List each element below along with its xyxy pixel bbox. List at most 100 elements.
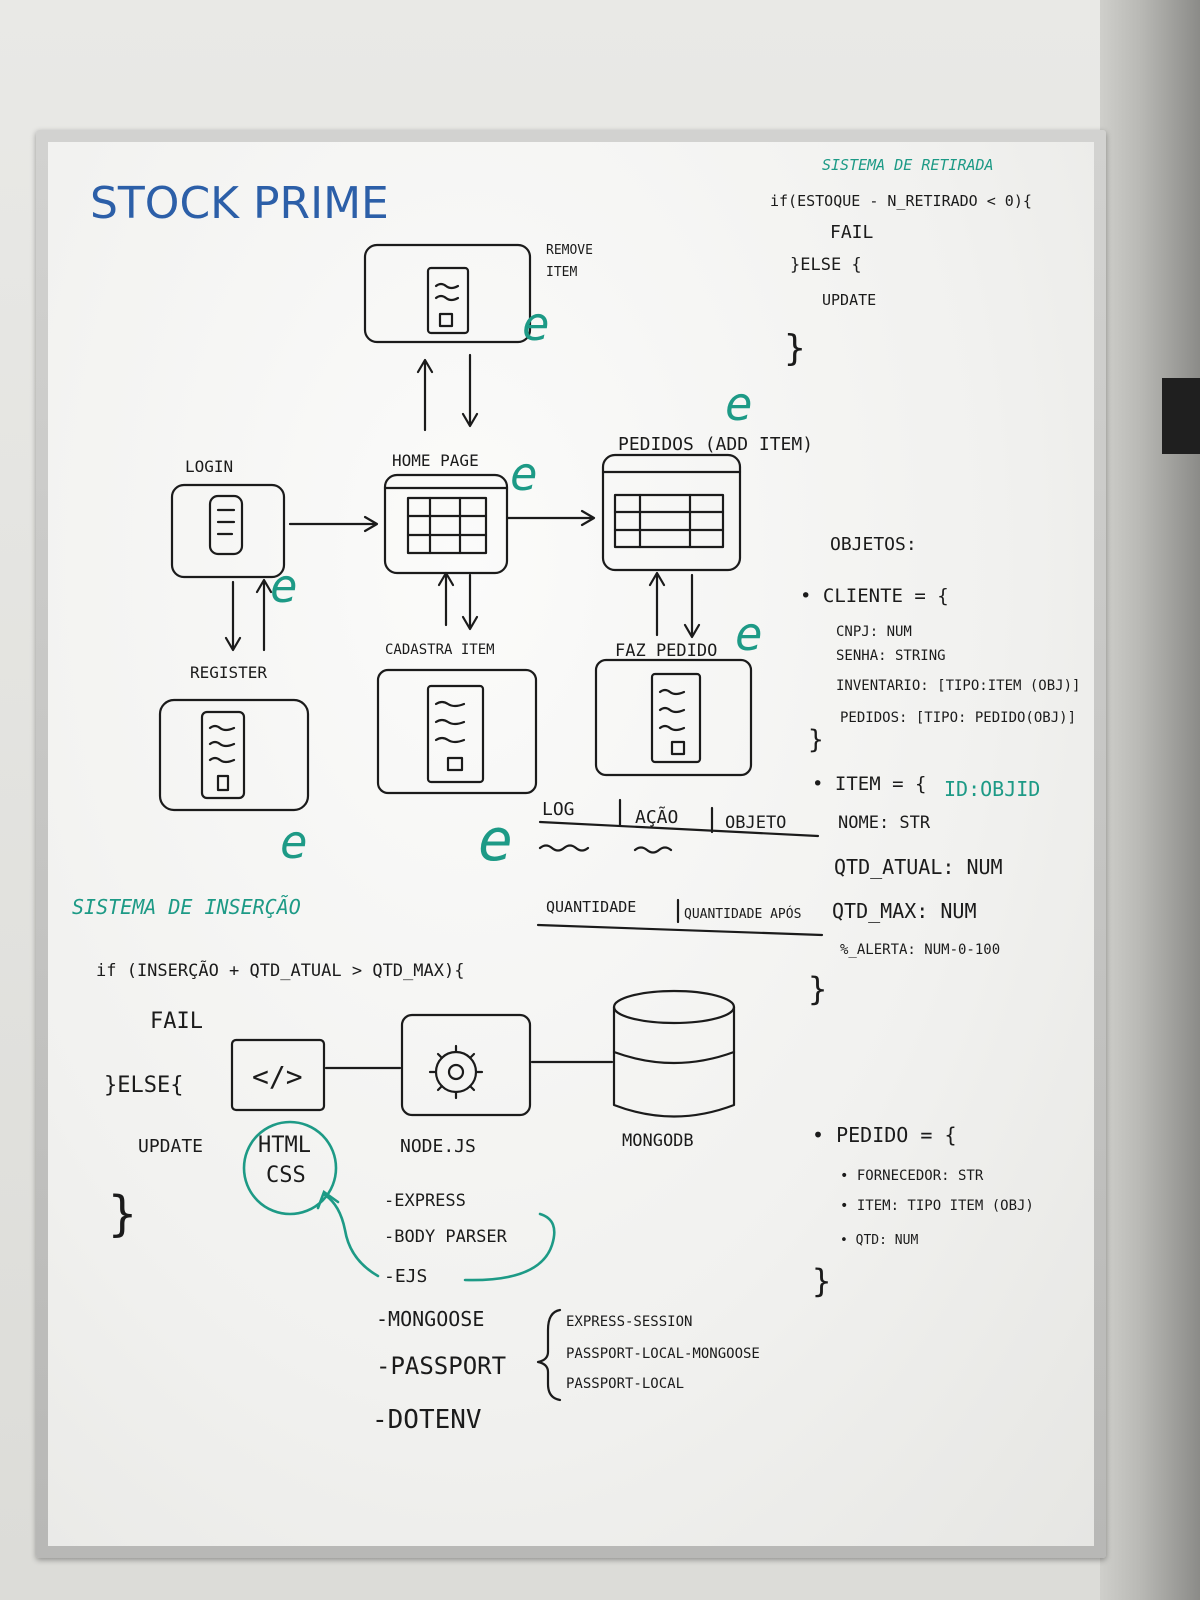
arrow-up — [437, 571, 455, 627]
arrow-down — [224, 580, 242, 652]
pedido-field: • ITEM: TIPO ITEM (OBJ) — [840, 1198, 1034, 1214]
item-field: QTD_ATUAL: NUM — [834, 855, 1003, 879]
dep-item: -PASSPORT — [376, 1352, 506, 1380]
item-close: } — [808, 970, 827, 1008]
login-label: LOGIN — [185, 457, 233, 476]
insercao-line: FAIL — [150, 1009, 203, 1034]
cadastra-item-button-icon — [446, 756, 464, 772]
teal-arrow-head — [316, 1189, 340, 1210]
cliente-close: } — [808, 725, 824, 755]
log-table-lines — [536, 898, 824, 937]
retirada-line: }ELSE { — [790, 255, 862, 275]
dep-item: -EXPRESS — [384, 1191, 466, 1211]
cliente-field: CNPJ: NUM — [836, 624, 912, 640]
pedidos-screen — [601, 453, 742, 572]
retirada-line: FAIL — [830, 222, 874, 243]
home-page-label: HOME PAGE — [392, 451, 479, 470]
passport-dep: PASSPORT-LOCAL — [566, 1376, 684, 1392]
pedidos-table-icon — [613, 493, 725, 549]
done-mark: e — [510, 447, 538, 501]
squiggle-lines — [658, 688, 686, 732]
log-col-quantidade: QUANTIDADE — [546, 898, 636, 916]
pedidos-label: PEDIDOS (ADD ITEM) — [618, 434, 813, 455]
arrow-up — [416, 358, 434, 432]
remove-item-phone-icon — [426, 266, 470, 335]
cliente-field: SENHA: STRING — [836, 648, 946, 664]
squiggle-lines — [434, 700, 466, 744]
cadastra-item-phone-icon — [426, 684, 485, 784]
squiggle-lines — [434, 282, 460, 302]
done-mark: e — [522, 297, 550, 351]
pedido-field: • FORNECEDOR: STR — [840, 1168, 984, 1184]
log-table-lines — [538, 798, 820, 838]
squiggle-lines — [538, 844, 673, 854]
shelf — [1162, 378, 1200, 454]
arrow-up — [648, 571, 666, 637]
wall-right — [1100, 0, 1200, 1600]
register-label: REGISTER — [190, 663, 267, 682]
node-label: NODE.JS — [400, 1136, 476, 1157]
arrow-down — [683, 573, 701, 639]
cliente-field: PEDIDOS: [TIPO: PEDIDO(OBJ)] — [840, 710, 1076, 726]
insercao-line: UPDATE — [138, 1136, 203, 1157]
table-grid — [613, 493, 725, 549]
pedido-header: • PEDIDO = { — [812, 1123, 957, 1147]
remove-item-button-icon — [438, 312, 454, 328]
svg-text:CSS: CSS — [266, 1163, 306, 1188]
dep-item: -DOTENV — [372, 1405, 482, 1435]
faz-pedido-button-icon — [670, 740, 686, 756]
item-header: • ITEM = { — [812, 773, 926, 795]
objetos-title: OBJETOS: — [830, 534, 917, 555]
item-field: QTD_MAX: NUM — [832, 899, 977, 923]
log-col-objeto: OBJETO — [725, 813, 786, 833]
pedido-field: • QTD: NUM — [840, 1233, 918, 1248]
arrow-down — [461, 353, 479, 428]
log-col-acao: AÇÃO — [635, 806, 678, 828]
done-mark: e — [725, 377, 753, 431]
brace — [536, 1308, 562, 1402]
retirada-line: if(ESTOQUE - N_RETIRADO < 0){ — [770, 192, 1032, 210]
retirada-line: } — [784, 328, 806, 369]
item-field: NOME: STR — [838, 813, 931, 833]
sistema-retirada-title: SISTEMA DE RETIRADA — [822, 156, 994, 174]
sistema-insercao-title: SISTEMA DE INSERÇÃO — [72, 895, 301, 919]
cliente-header: • CLIENTE = { — [800, 585, 949, 607]
faz-pedido-phone-icon — [650, 672, 702, 764]
done-mark: e — [270, 559, 298, 613]
cadastra-item-screen — [376, 668, 538, 795]
item-field: %_ALERTA: NUM-0-100 — [840, 942, 1000, 958]
retirada-line: UPDATE — [822, 291, 876, 309]
login-form-lines — [216, 508, 236, 536]
mongodb-label: MONGODB — [622, 1131, 694, 1151]
passport-dep: EXPRESS-SESSION — [566, 1314, 692, 1330]
dep-item: -BODY PARSER — [384, 1227, 508, 1247]
html-box — [230, 1038, 326, 1112]
insercao-line: }ELSE{ — [104, 1073, 183, 1098]
register-phone-icon — [200, 710, 246, 800]
login-screen — [170, 483, 286, 579]
html-css-label: HTML CSS — [242, 1120, 338, 1216]
passport-dep: PASSPORT-LOCAL-MONGOOSE — [566, 1346, 760, 1362]
teal-arrow — [323, 1193, 380, 1278]
dep-item: -MONGOOSE — [376, 1307, 484, 1331]
remove-item-screen — [363, 243, 532, 344]
code-icon: </> — [252, 1060, 303, 1093]
gear-icon — [428, 1044, 484, 1100]
pedido-close: } — [812, 1262, 831, 1300]
register-screen — [158, 698, 310, 812]
arrow-right — [288, 515, 379, 533]
database-icon — [612, 989, 736, 1118]
insercao-line: if (INSERÇÃO + QTD_ATUAL > QTD_MAX){ — [96, 959, 464, 981]
item-id-field: ID:OBJID — [944, 777, 1040, 801]
home-page-table-icon — [406, 496, 488, 555]
faz-pedido-screen — [594, 658, 753, 777]
log-col-log: LOG — [542, 799, 575, 820]
done-mark: e — [280, 815, 308, 869]
dep-item: -EJS — [384, 1266, 427, 1287]
arrow-right — [506, 509, 596, 527]
home-page-screen — [383, 473, 509, 575]
table-grid — [406, 496, 488, 555]
login-phone-icon — [208, 494, 244, 556]
register-button-icon — [216, 774, 230, 792]
